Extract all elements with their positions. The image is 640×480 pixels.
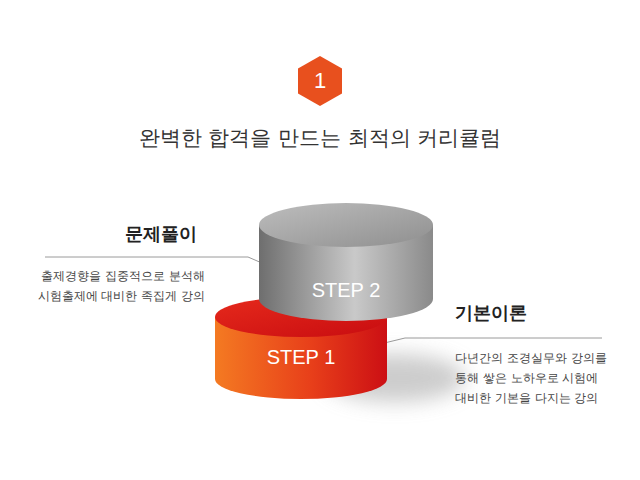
callout-heading: 문제풀이 — [77, 222, 197, 246]
leader-line — [372, 338, 602, 346]
diagram-title: 완벽한 합격을 만드는 최적의 커리큘럼 — [0, 124, 640, 152]
node-text: 1 — [298, 56, 342, 106]
node-text: STEP 2 — [258, 277, 434, 303]
leader-line — [45, 257, 278, 270]
cylinder-top — [259, 203, 433, 247]
node-text: STEP 1 — [214, 344, 388, 370]
callout-heading: 기본이론 — [455, 301, 575, 325]
step2-cylinder-outline — [258, 202, 434, 322]
hexagon-shape — [298, 56, 342, 106]
cylinder-top — [215, 297, 387, 337]
step-hexagon: 1 — [298, 56, 342, 106]
callout-description: 다년간의 조경실무와 강의를 통해 쌓은 노하우로 시험에 대비한 기본을 다지… — [455, 348, 621, 408]
callout-description: 출제경향을 집중적으로 분석해 시험출제에 대비한 족집게 강의 — [18, 266, 205, 306]
step2-cylinder: STEP 2 — [258, 202, 434, 322]
